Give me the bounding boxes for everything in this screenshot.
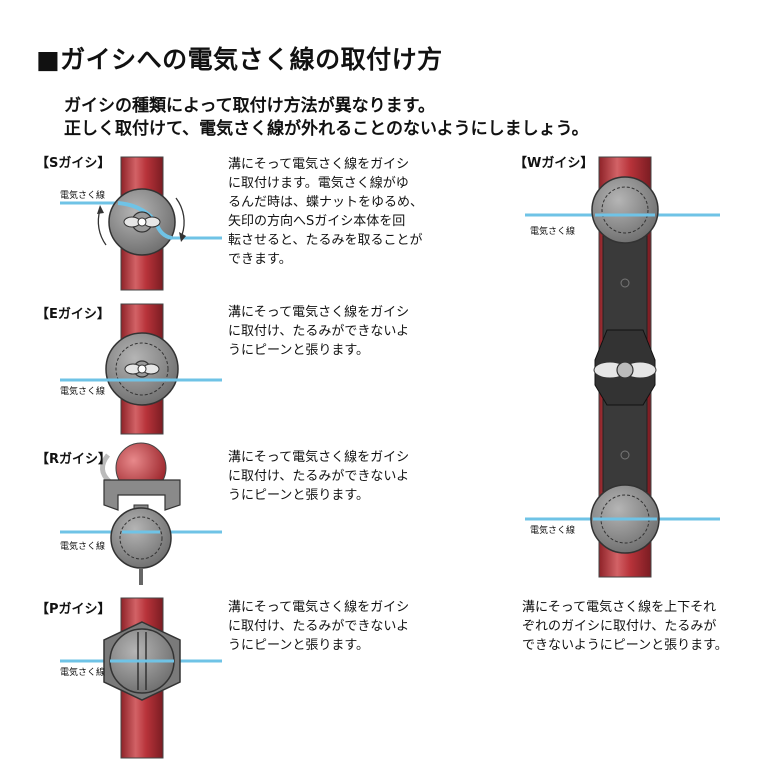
description-line: 溝にそって電気さく線をガイシ bbox=[228, 157, 410, 172]
wire-label: 電気さく線 bbox=[60, 668, 106, 678]
description-w: 溝にそって電気さく線を上下それ ぞれのガイシに取付け、たるみが できないようにピ… bbox=[522, 598, 752, 655]
description-line: うにピーンと張ります。 bbox=[228, 638, 370, 653]
p-insulator-illustration bbox=[60, 597, 222, 759]
rotate-arrow-icon bbox=[97, 209, 107, 246]
s-insulator-illustration bbox=[60, 156, 222, 291]
description-line: に取付け、たるみができないよ bbox=[228, 619, 410, 634]
description-line: に取付け、たるみができないよ bbox=[228, 324, 410, 339]
description-line: 溝にそって電気さく線をガイシ bbox=[228, 450, 410, 465]
description-line: 溝にそって電気さく線をガイシ bbox=[228, 305, 410, 320]
wire-label: 電気さく線 bbox=[60, 387, 106, 397]
description-s: 溝にそって電気さく線をガイシ に取付けます。電気さく線がゆ るんだ時は、蝶ナット… bbox=[228, 155, 428, 269]
description-line: できます。 bbox=[228, 252, 292, 267]
w-insulator-illustration bbox=[525, 156, 720, 578]
description-line: に取付け、たるみができないよ bbox=[228, 469, 410, 484]
description-line: ぞれのガイシに取付け、たるみが bbox=[522, 619, 717, 634]
section-label-s: 【Sガイシ】 bbox=[36, 156, 111, 171]
wire-label: 電気さく線 bbox=[530, 227, 576, 237]
wire-label: 電気さく線 bbox=[60, 191, 106, 201]
wire-label: 電気さく線 bbox=[530, 526, 576, 536]
section-label-w: 【Wガイシ】 bbox=[514, 156, 594, 171]
description-line: できないようにピーンと張ります。 bbox=[522, 638, 728, 653]
description-line: 矢印の方向へSガイシ本体を回 bbox=[228, 214, 406, 229]
description-e: 溝にそって電気さく線をガイシ に取付け、たるみができないよ うにピーンと張ります… bbox=[228, 303, 428, 360]
description-line: うにピーンと張ります。 bbox=[228, 488, 370, 503]
description-line: 溝にそって電気さく線をガイシ bbox=[228, 600, 410, 615]
page-title: ■ガイシへの電気さく線の取付け方 bbox=[36, 45, 443, 74]
description-p: 溝にそって電気さく線をガイシ に取付け、たるみができないよ うにピーンと張ります… bbox=[228, 598, 428, 655]
intro-line-2: 正しく取付けて、電気さく線が外れることのないようにしましょう。 bbox=[64, 119, 589, 139]
description-line: るんだ時は、蝶ナットをゆるめ、 bbox=[228, 195, 424, 210]
wire-label: 電気さく線 bbox=[60, 542, 106, 552]
section-label-r: 【Rガイシ】 bbox=[36, 452, 112, 467]
intro-line-1: ガイシの種類によって取付け方法が異なります。 bbox=[64, 96, 435, 116]
description-line: うにピーンと張ります。 bbox=[228, 343, 370, 358]
r-insulator-illustration bbox=[60, 442, 222, 585]
section-label-e: 【Eガイシ】 bbox=[36, 307, 110, 322]
description-r: 溝にそって電気さく線をガイシ に取付け、たるみができないよ うにピーンと張ります… bbox=[228, 448, 428, 505]
wing-nut bbox=[616, 361, 634, 379]
description-line: に取付けます。電気さく線がゆ bbox=[228, 176, 409, 191]
section-label-p: 【Pガイシ】 bbox=[36, 602, 111, 617]
rotate-arrow-icon bbox=[175, 197, 185, 236]
description-line: 転させると、たるみを取ることが bbox=[228, 233, 423, 248]
bracket bbox=[103, 479, 181, 511]
description-line: 溝にそって電気さく線を上下それ bbox=[522, 600, 717, 615]
e-insulator-illustration bbox=[60, 303, 222, 435]
